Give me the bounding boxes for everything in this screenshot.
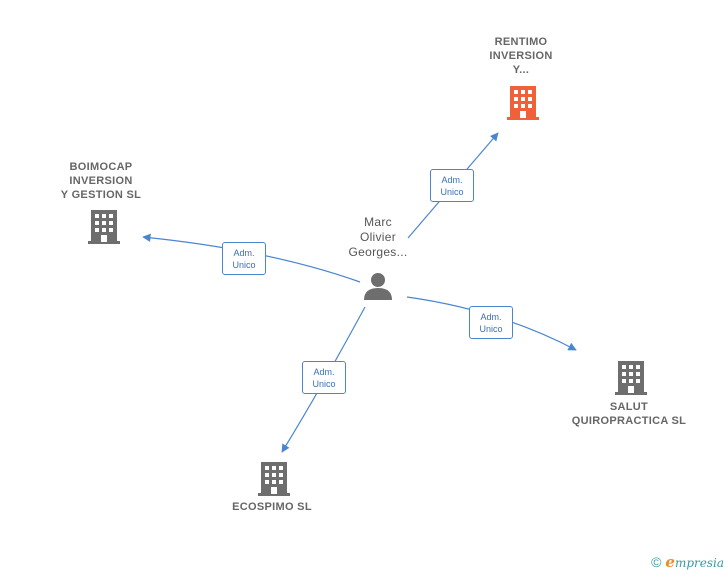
edge-label-line: Unico [440,187,464,197]
edge-label-ecospimo[interactable]: Adm. Unico [302,361,346,394]
edge-label-boimocap[interactable]: Adm. Unico [222,242,266,275]
copyright-icon: © [651,554,662,570]
brand-initial: e [665,553,675,571]
company-label-boimocap[interactable]: BOIMOCAP INVERSION Y GESTION SL [46,160,156,202]
edge-label-rentimo[interactable]: Adm. Unico [430,169,474,202]
edge-label-line: Adm. [233,248,255,258]
building-icon-rentimo[interactable] [507,84,539,120]
company-name-line: ECOSPIMO SL [232,501,312,513]
company-name-line: Y GESTION SL [60,189,142,201]
edge-label-line: Adm. [313,367,335,377]
edge-label-line: Unico [312,379,336,389]
brand-name: mpresia [674,556,724,570]
building-icon-ecospimo[interactable] [258,460,290,496]
company-name-line: BOIMOCAP [69,161,133,173]
edge-label-line: Unico [232,260,256,270]
company-name-line: Y... [512,64,530,76]
company-name-line: QUIROPRACTICA SL [571,415,687,427]
building-icon-boimocap[interactable] [88,208,120,244]
person-icon[interactable] [362,270,394,302]
person-label[interactable]: Marc Olivier Georges... [336,215,420,260]
edge-label-line: Unico [479,324,503,334]
edge-label-salut[interactable]: Adm. Unico [469,306,513,339]
company-label-salut[interactable]: SALUT QUIROPRACTICA SL [564,400,694,428]
edge-label-line: Adm. [480,312,502,322]
person-name-line: Olivier [359,230,397,244]
person-name-line: Georges... [348,245,408,259]
company-name-line: RENTIMO [494,36,548,48]
company-label-ecospimo[interactable]: ECOSPIMO SL [214,500,330,514]
company-label-rentimo[interactable]: RENTIMO INVERSION Y... [466,35,576,77]
building-icon-salut[interactable] [615,359,647,395]
person-name-line: Marc [364,215,392,229]
company-name-line: SALUT [609,401,649,413]
company-name-line: INVERSION [489,50,553,62]
empresia-brand[interactable]: ©empresia [651,553,724,571]
company-name-line: INVERSION [69,175,133,187]
edge-label-line: Adm. [441,175,463,185]
